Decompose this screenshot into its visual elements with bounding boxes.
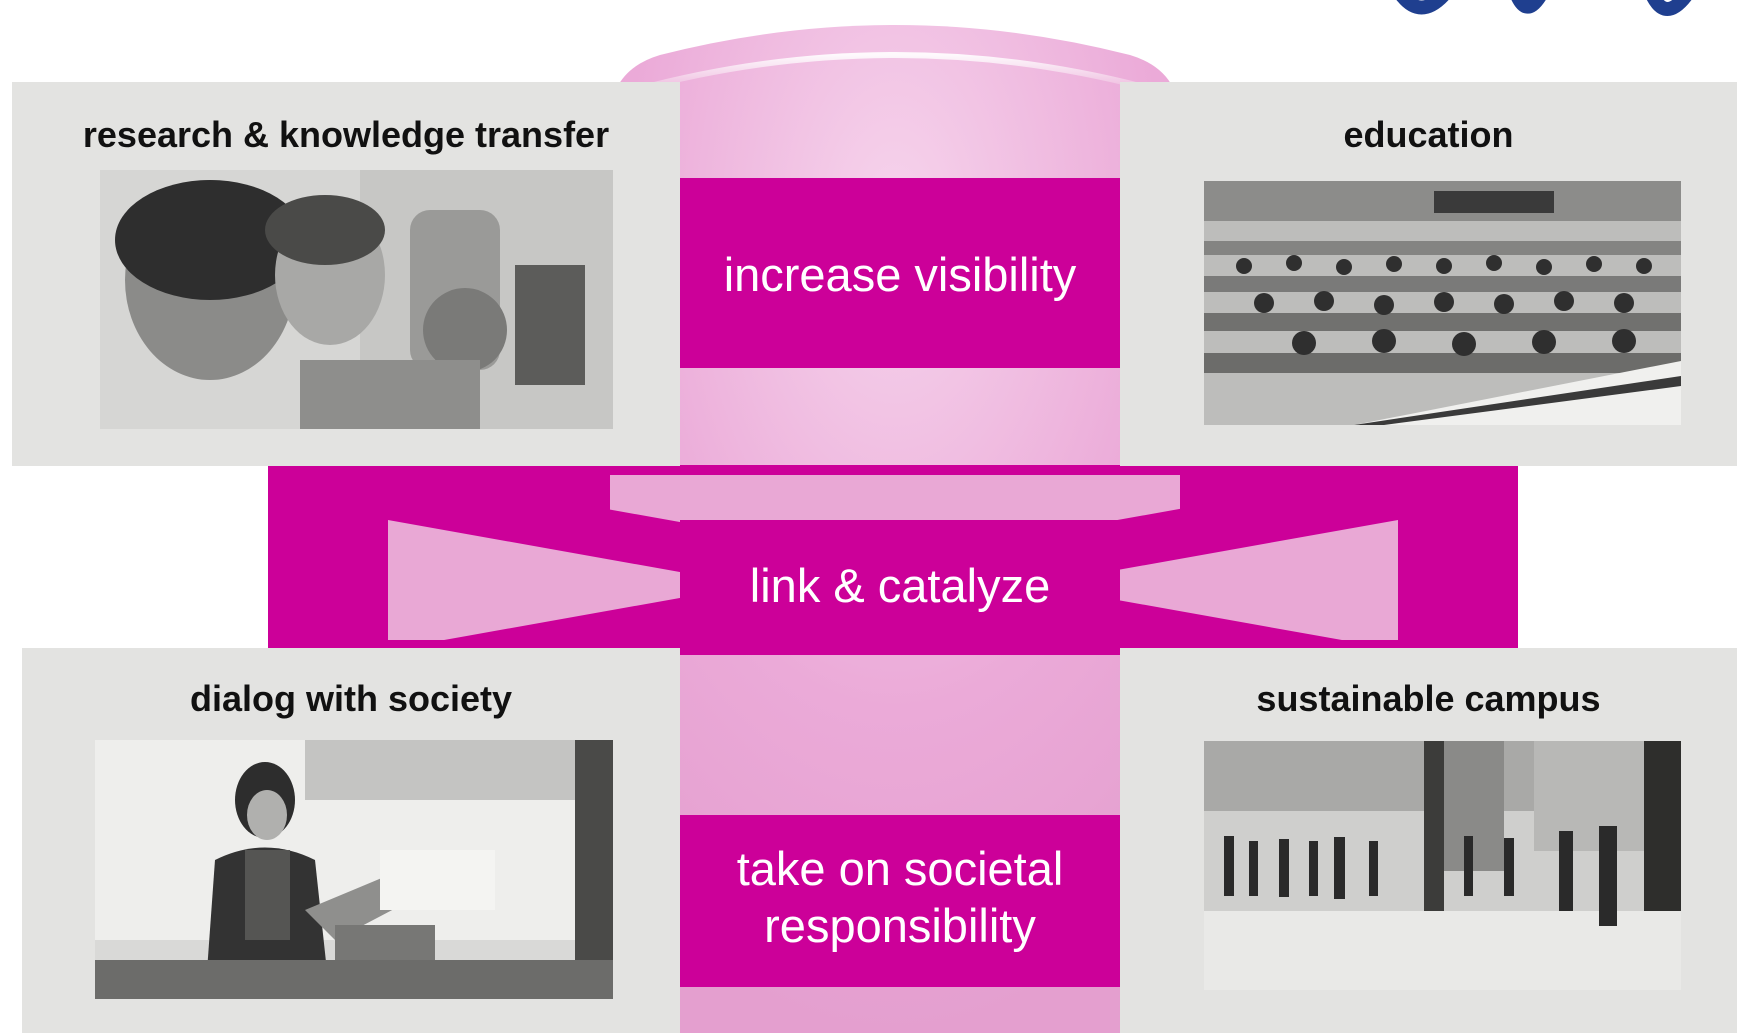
title-fragment bbox=[1396, 0, 1692, 16]
panel-title: sustainable campus bbox=[1256, 678, 1601, 719]
label-line-1: take on societal bbox=[736, 842, 1064, 895]
panel-title: research & knowledge transfer bbox=[82, 114, 610, 155]
link-catalyze-box bbox=[680, 520, 1120, 655]
photo-researchers-lab bbox=[100, 170, 613, 429]
label-link-catalyze: link & catalyze bbox=[749, 559, 1051, 612]
photo-campus-courtyard bbox=[1204, 741, 1681, 990]
societal-responsibility-box bbox=[680, 815, 1120, 987]
panel-title: dialog with society bbox=[189, 678, 513, 719]
label-societal-responsibility: take on societal responsibility bbox=[680, 840, 1120, 955]
photo-speaker-podium bbox=[95, 740, 613, 999]
panel-campus: sustainable campus bbox=[1120, 648, 1737, 1033]
label-increase-visibility: increase visibility bbox=[723, 248, 1077, 301]
panel-dialog: dialog with society bbox=[22, 648, 680, 1033]
label-line-2: responsibility bbox=[764, 899, 1036, 953]
photo-lecture-hall bbox=[1204, 181, 1681, 425]
panel-title: education bbox=[1343, 114, 1514, 155]
panel-research: research & knowledge transfer bbox=[12, 82, 680, 466]
panel-education: education bbox=[1120, 82, 1737, 466]
increase-visibility-box bbox=[680, 178, 1120, 368]
